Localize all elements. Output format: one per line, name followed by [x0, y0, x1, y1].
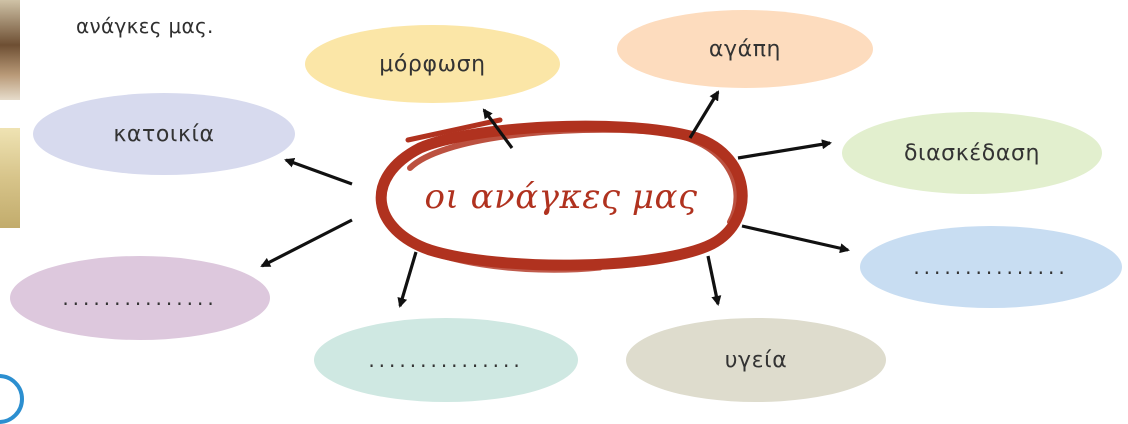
- bubble-morfosi: μόρφωση: [305, 25, 560, 103]
- bubble-diaskedasi: διασκέδαση: [842, 112, 1102, 194]
- photo-thumbnail-middle: [0, 128, 20, 228]
- bubble-morfosi-label: μόρφωση: [379, 51, 486, 77]
- arrow-to-katoikia: [284, 158, 353, 186]
- bubble-agapi-label: αγάπη: [708, 36, 782, 62]
- bubble-diaskedasi-label: διασκέδαση: [903, 140, 1041, 166]
- arrow-to-diaskedasi: [737, 139, 832, 160]
- bubble-ygeia-label: υγεία: [724, 347, 788, 373]
- blank-fill-left[interactable]: ...............: [62, 286, 218, 310]
- bubble-blank-right[interactable]: ...............: [860, 226, 1122, 308]
- bubble-katoikia-label: κατοικία: [113, 121, 215, 147]
- bubble-blank-bottom[interactable]: ...............: [314, 318, 578, 402]
- arrow-to-blank-left: [260, 218, 353, 268]
- bubble-ygeia: υγεία: [626, 318, 886, 402]
- center-brush-circle: [375, 117, 748, 273]
- center-label: οι ανάγκες μας: [424, 177, 698, 217]
- arrow-to-agapi: [688, 90, 720, 139]
- arrows-layer: [260, 90, 850, 308]
- bubble-blank-left[interactable]: ...............: [10, 256, 270, 340]
- intro-text: ανάγκες μας.: [76, 14, 214, 38]
- arrow-to-blank-right: [741, 224, 850, 254]
- arrow-to-blank-bottom: [397, 251, 418, 308]
- blank-fill-bottom[interactable]: ...............: [368, 348, 524, 372]
- arrow-to-ygeia: [706, 255, 722, 306]
- arrow-to-morfosi: [482, 108, 514, 149]
- blank-fill-right[interactable]: ...............: [913, 255, 1069, 279]
- bubble-agapi: αγάπη: [617, 10, 873, 88]
- bubble-katoikia: κατοικία: [33, 93, 295, 175]
- photo-thumbnail-top: [0, 0, 20, 100]
